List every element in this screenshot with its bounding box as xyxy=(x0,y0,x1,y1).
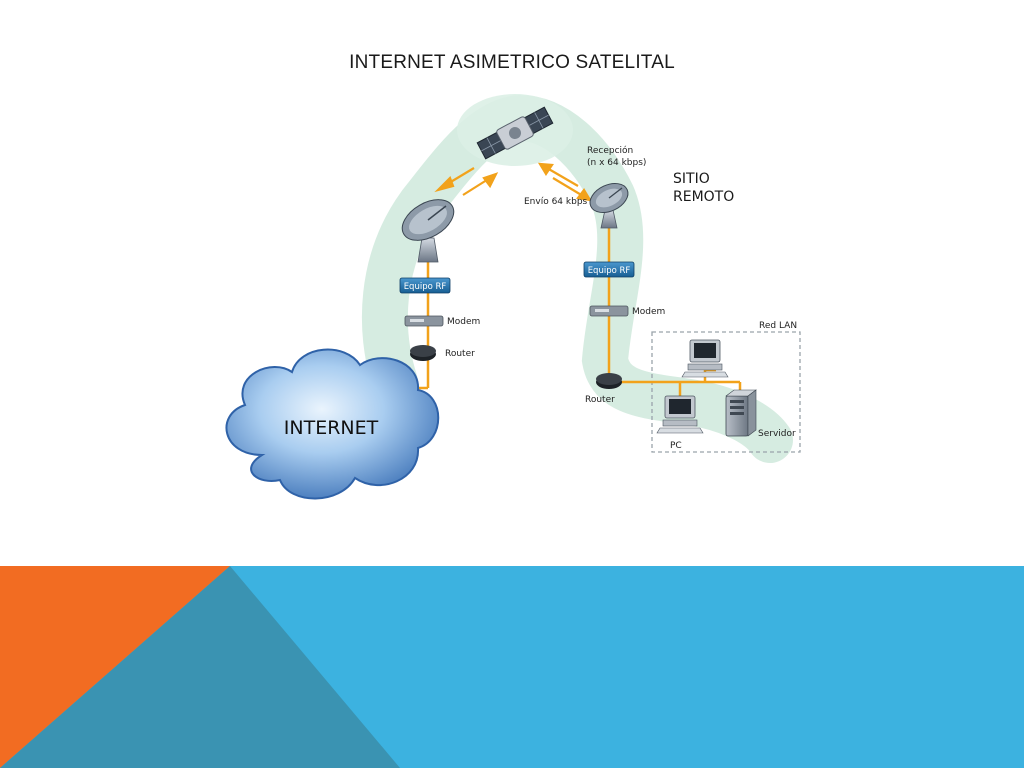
satellite-icon xyxy=(476,106,554,160)
right-rf-equipment: Equipo RF xyxy=(583,261,635,278)
lan-label: Red LAN xyxy=(759,321,797,331)
right-router-label: Router xyxy=(585,395,615,405)
remote-site-label-line1: SITIO xyxy=(673,171,710,187)
uplink-arrows xyxy=(434,162,593,202)
left-router-icon xyxy=(410,345,436,361)
reception-label: Recepción xyxy=(587,145,633,156)
right-modem-label: Modem xyxy=(632,307,665,317)
server-label: Servidor xyxy=(758,429,796,439)
left-modem-icon xyxy=(404,315,444,327)
footer-teal-triangle xyxy=(0,566,400,768)
satellite-network-diagram: Red LAN xyxy=(225,94,801,500)
right-rf-label: Equipo RF xyxy=(588,266,631,276)
reception-rate-label: (n x 64 kbps) xyxy=(587,158,646,168)
bottom-pc-icon xyxy=(656,395,704,434)
remote-site-label-line2: REMOTO xyxy=(673,189,734,205)
footer-decoration xyxy=(0,566,1024,768)
internet-cloud-icon xyxy=(225,348,440,500)
left-satellite-dish-icon xyxy=(401,199,455,263)
left-rf-equipment: Equipo RF xyxy=(399,277,451,294)
internet-label: INTERNET xyxy=(284,417,379,439)
top-pc-icon xyxy=(681,339,729,378)
left-modem-label: Modem xyxy=(447,317,480,327)
pc-label: PC xyxy=(670,441,682,451)
slide-title: INTERNET ASIMETRICO SATELITAL xyxy=(349,52,675,73)
right-router-icon xyxy=(596,373,622,389)
left-router-label: Router xyxy=(445,349,475,359)
right-modem-icon xyxy=(589,305,629,317)
send-rate-label: Envío 64 kbps xyxy=(524,197,588,207)
server-icon xyxy=(725,389,757,437)
lan-boundary xyxy=(651,331,801,453)
left-rf-label: Equipo RF xyxy=(404,282,447,292)
right-satellite-dish-icon xyxy=(589,182,629,229)
